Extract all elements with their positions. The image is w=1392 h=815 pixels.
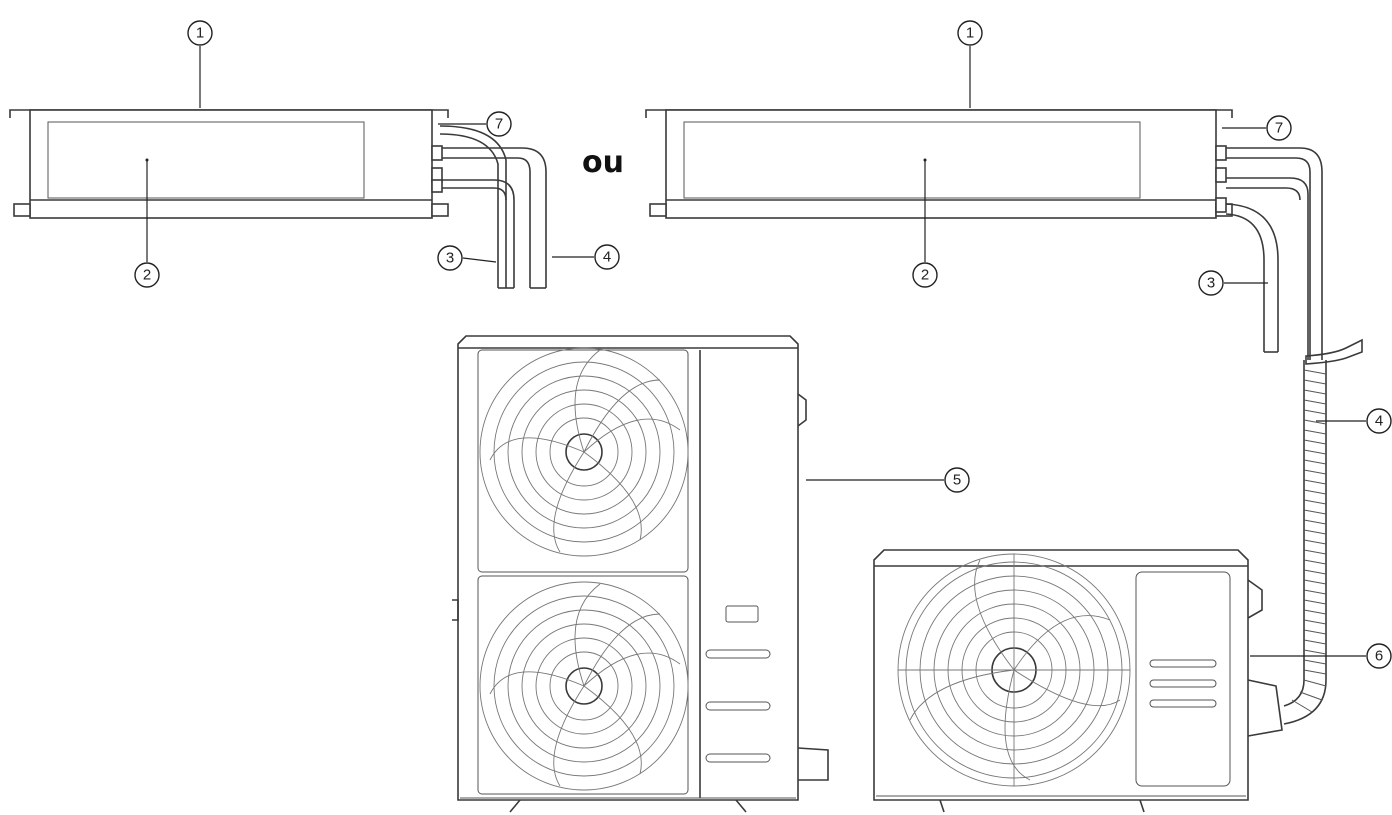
- callout-5: 5: [806, 467, 970, 493]
- callout-3-left: 3: [437, 245, 497, 271]
- callout-6-label: 6: [1375, 648, 1383, 665]
- callout-7-left: 7: [438, 111, 512, 137]
- callout-3-right-label: 3: [1207, 275, 1215, 292]
- callout-4-left-label: 4: [603, 249, 611, 266]
- callout-2-right-label: 2: [921, 267, 929, 284]
- callout-4-right-label: 4: [1375, 413, 1383, 430]
- callout-2-left-label: 2: [143, 267, 151, 284]
- callout-5-label: 5: [953, 472, 961, 489]
- pipes-right: [1225, 147, 1323, 360]
- callout-1-right-label: 1: [966, 25, 974, 42]
- pipes-left: [439, 125, 547, 289]
- fan-upper: [479, 347, 689, 557]
- callout-7-left-label: 7: [495, 116, 503, 133]
- outdoor-unit-single-fan: [873, 549, 1283, 813]
- indoor-unit-right: [645, 109, 1233, 219]
- or-separator: ou: [582, 145, 624, 180]
- callout-2-left: 2: [134, 158, 160, 288]
- callout-3-right: 3: [1198, 270, 1268, 296]
- callout-2-right: 2: [912, 158, 938, 288]
- insulated-pipe-bundle: [1283, 338, 1363, 725]
- fan-single: [897, 553, 1131, 787]
- callout-1-left-label: 1: [196, 25, 204, 42]
- callout-7-right: 7: [1222, 115, 1292, 141]
- callout-4-left: 4: [552, 244, 620, 270]
- callout-1-left: 1: [187, 20, 213, 108]
- callout-3-left-label: 3: [446, 250, 454, 267]
- fan-lower: [479, 581, 689, 791]
- outdoor-unit-dual-fan: [452, 335, 829, 813]
- callout-6: 6: [1250, 643, 1392, 669]
- callout-1-right: 1: [957, 20, 983, 108]
- callout-4-right: 4: [1316, 408, 1392, 434]
- indoor-unit-left: [9, 109, 449, 219]
- callout-7-right-label: 7: [1275, 120, 1283, 137]
